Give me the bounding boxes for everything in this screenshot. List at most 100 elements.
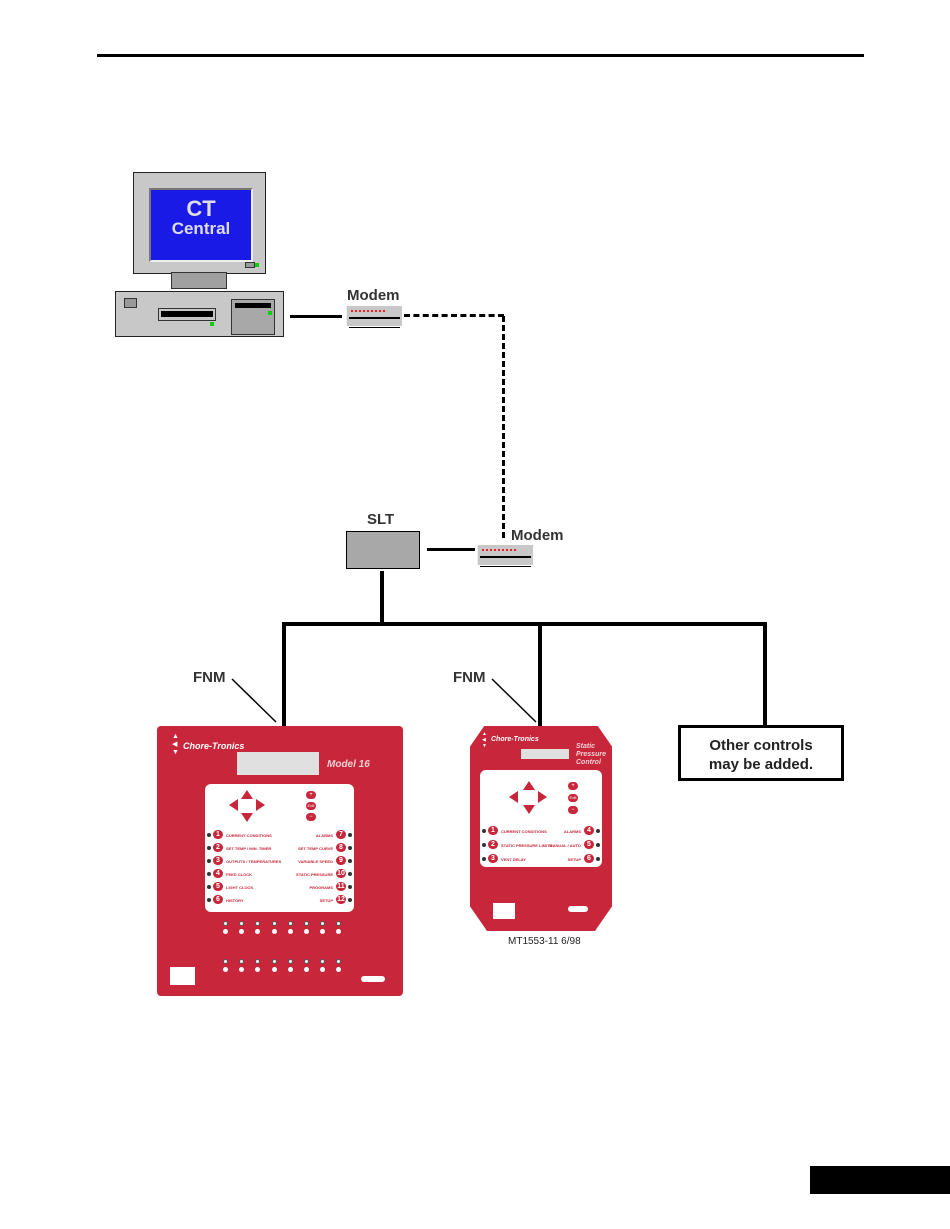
- key-indicator-led: [207, 885, 211, 889]
- key-number[interactable]: 6: [584, 854, 594, 863]
- other-controls-line2: may be added.: [708, 756, 814, 773]
- output-indicator-led: [239, 921, 245, 926]
- output-switch[interactable]: [271, 967, 277, 972]
- key-number[interactable]: 12: [336, 895, 346, 904]
- output-switch[interactable]: [255, 929, 261, 934]
- up-arrow-button[interactable]: [241, 790, 253, 799]
- key-number[interactable]: 2: [488, 840, 498, 849]
- down-arrow-button[interactable]: [523, 805, 535, 814]
- key-label: FEED CLOCK: [226, 872, 252, 877]
- monitor-screen: CT Central: [149, 188, 253, 262]
- edit-button[interactable]: Edit: [568, 794, 578, 802]
- edit-button[interactable]: Edit: [306, 802, 316, 810]
- key-label: ALARMS: [315, 833, 333, 838]
- output-indicator-led: [336, 959, 342, 964]
- output-switch[interactable]: [223, 929, 228, 934]
- fnm-right-leader: [491, 678, 537, 723]
- key-number[interactable]: 7: [336, 830, 346, 839]
- key-indicator-led: [596, 829, 600, 833]
- key-indicator-led: [207, 872, 211, 876]
- modem-top: [346, 306, 402, 328]
- key-number[interactable]: 1: [488, 826, 498, 835]
- output-switch[interactable]: [304, 929, 309, 934]
- key-number[interactable]: 3: [213, 856, 223, 865]
- right-arrow-button[interactable]: [538, 791, 547, 803]
- key-number[interactable]: 4: [213, 869, 223, 878]
- key-indicator-led: [348, 872, 352, 876]
- output-switch[interactable]: [287, 929, 293, 934]
- key-number[interactable]: 5: [213, 882, 223, 891]
- output-indicator-led: [223, 921, 228, 926]
- slt-drop: [380, 571, 384, 624]
- up-arrow-button[interactable]: [523, 781, 535, 790]
- key-indicator-led: [348, 846, 352, 850]
- output-indicator-led: [239, 959, 245, 964]
- output-switch[interactable]: [336, 929, 342, 934]
- key-indicator-led: [348, 833, 352, 837]
- key-number[interactable]: 8: [336, 843, 346, 852]
- key-label: CURRENT CONDITIONS: [501, 829, 547, 834]
- static-name-1: Static: [576, 743, 596, 750]
- modem-top-label: Modem: [347, 287, 400, 304]
- key-number[interactable]: 5: [584, 840, 594, 849]
- static-name-3: Control: [576, 759, 601, 766]
- output-switch[interactable]: [304, 967, 309, 972]
- key-label: SETUP: [567, 857, 581, 862]
- drop-other: [763, 622, 767, 726]
- left-arrow-button[interactable]: [509, 791, 518, 803]
- key-number[interactable]: 1: [213, 830, 223, 839]
- danger-label-icon: [492, 902, 516, 920]
- plus-button[interactable]: +: [306, 791, 316, 799]
- output-switch[interactable]: [287, 967, 293, 972]
- minus-button[interactable]: −: [568, 806, 578, 814]
- key-number[interactable]: 3: [488, 854, 498, 863]
- plus-button[interactable]: +: [568, 782, 578, 790]
- key-number[interactable]: 10: [336, 869, 346, 878]
- output-switch[interactable]: [336, 967, 342, 972]
- output-switch[interactable]: [223, 967, 228, 972]
- monitor: CT Central: [133, 172, 266, 274]
- monitor-power-button: [245, 262, 255, 268]
- output-switch[interactable]: [239, 967, 245, 972]
- choretronics-badge-icon: [568, 906, 588, 912]
- output-switch[interactable]: [320, 929, 326, 934]
- drop-model16: [282, 622, 286, 726]
- left-arrow-button[interactable]: [229, 799, 238, 811]
- right-arrow-button[interactable]: [256, 799, 265, 811]
- other-controls-line1: Other controls: [709, 737, 813, 754]
- output-indicator-led: [320, 921, 326, 926]
- key-label: STATIC PRESSURE: [296, 872, 333, 877]
- key-indicator-led: [207, 859, 211, 863]
- key-indicator-led: [348, 898, 352, 902]
- key-number[interactable]: 9: [336, 856, 346, 865]
- key-number[interactable]: 4: [584, 826, 594, 835]
- output-switch[interactable]: [271, 929, 277, 934]
- output-indicator-led: [255, 921, 261, 926]
- key-number[interactable]: 6: [213, 895, 223, 904]
- output-switch[interactable]: [239, 929, 245, 934]
- output-switch[interactable]: [255, 967, 261, 972]
- down-arrow-button[interactable]: [241, 813, 253, 822]
- output-switch[interactable]: [320, 967, 326, 972]
- minus-button[interactable]: −: [306, 813, 316, 821]
- key-number[interactable]: 11: [336, 882, 346, 891]
- key-number[interactable]: 2: [213, 843, 223, 852]
